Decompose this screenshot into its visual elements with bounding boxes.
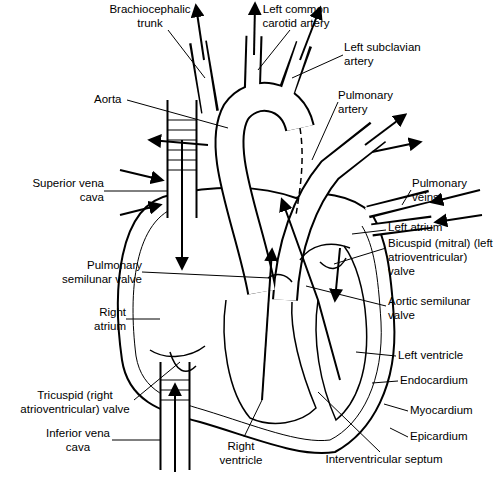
leader-line [142, 272, 270, 278]
part-label: Pulmonary veins [412, 176, 482, 204]
flow-arrow [262, 250, 272, 400]
flow-arrow [120, 170, 162, 180]
leader-line [402, 190, 411, 205]
leader-line [126, 319, 160, 320]
leader-line [352, 230, 386, 234]
part-label: Brachiocephalic trunk [100, 2, 200, 30]
tricuspid-valve [150, 346, 205, 356]
leader-line [134, 362, 180, 400]
flow-arrow [372, 142, 420, 152]
leader-line [112, 440, 160, 441]
part-label: Aorta [94, 92, 134, 106]
flow-arrow [150, 140, 208, 145]
flow-arrow [300, 8, 320, 60]
leader-line [306, 286, 386, 306]
leader-line [292, 55, 343, 78]
part-label: Left common carotid artery [250, 2, 342, 30]
flow-arrow [196, 6, 204, 60]
leader-line [318, 392, 380, 452]
leader-line [312, 102, 338, 160]
part-label: Left subclavian artery [344, 40, 436, 68]
flow-arrow [254, 4, 255, 55]
flow-arrow [436, 215, 482, 222]
left-atrium-wall [300, 244, 350, 260]
flow-arrow [181, 140, 183, 268]
flow-arrow [335, 248, 340, 300]
part-label: Superior vena cava [30, 176, 104, 204]
left-ventricle-wall [316, 246, 367, 420]
part-label: Interventricular septum [322, 452, 446, 466]
part-label: Epicardium [410, 429, 495, 443]
pulmonary-valve [268, 275, 292, 282]
part-label: Pulmonary artery [338, 88, 404, 116]
part-label: Myocardium [410, 403, 495, 417]
leader-line [244, 400, 262, 437]
descending-aorta-hidden [296, 128, 302, 215]
flow-arrow [365, 115, 405, 145]
part-label: Left atrium [388, 220, 488, 234]
part-label: Bicuspid (mitral) (left atrioventricular… [388, 236, 496, 278]
part-label: Aortic semilunar valve [388, 294, 488, 322]
part-label: Right atrium [74, 305, 126, 333]
mitral-valve [320, 258, 346, 268]
leader-line [127, 100, 228, 128]
leader-line [390, 428, 408, 437]
flow-arrow [174, 385, 176, 472]
part-label: Pulmonary semilunar valve [40, 258, 142, 286]
flow-arrow [120, 205, 160, 215]
leader-line [334, 248, 386, 264]
leader-lines [104, 30, 411, 452]
vessel-rings [161, 120, 196, 400]
flow-arrow [432, 190, 480, 202]
right-ventricle-wall [224, 300, 316, 423]
tricuspid-cusp [170, 352, 196, 371]
leader-line [372, 381, 398, 383]
vessel-lumen [162, 360, 189, 472]
leader-line [258, 30, 290, 70]
flow-arrow [282, 200, 340, 380]
chamber-walls [150, 244, 367, 423]
vessel-lumen [198, 40, 210, 116]
part-label: Left ventricle [398, 348, 493, 362]
part-label: Tricuspid (right atrioventricular) valve [10, 388, 140, 416]
leader-line [104, 191, 167, 192]
leader-line [356, 352, 396, 356]
vessel-lumen [285, 131, 380, 300]
leader-line [168, 30, 205, 78]
part-label: Inferior vena cava [44, 426, 112, 454]
leader-line [384, 404, 408, 411]
part-label: Right ventricle [210, 439, 272, 467]
part-label: Endocardium [400, 373, 495, 387]
